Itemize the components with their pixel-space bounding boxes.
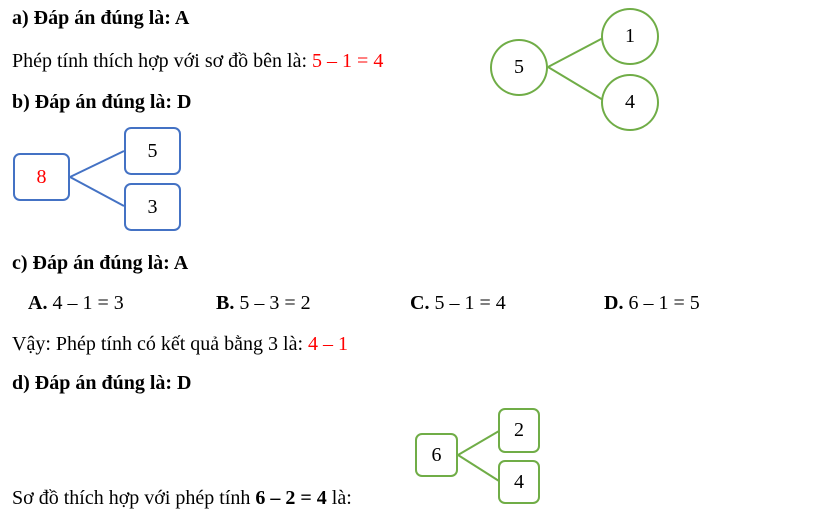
- option-d: D. 6 – 1 = 5: [604, 291, 700, 315]
- circle-part: 1: [601, 8, 659, 65]
- option-text: 5 – 3 = 2: [234, 292, 311, 314]
- connector-line: [457, 454, 500, 482]
- connector-line: [69, 150, 125, 178]
- box-part: 3: [124, 183, 181, 231]
- part-c-text: Vậy: Phép tính có kết quả bằng 3 là: 4 –…: [12, 332, 348, 356]
- connector-line: [547, 37, 604, 68]
- part-d-text: Sơ đồ thích hợp với phép tính 6 – 2 = 4 …: [12, 486, 352, 510]
- option-letter: A.: [28, 292, 48, 314]
- option-text: 6 – 1 = 5: [623, 292, 700, 314]
- part-d-expression: 6 – 2 = 4: [255, 487, 327, 509]
- option-b: B. 5 – 3 = 2: [216, 291, 311, 315]
- part-c-heading: c) Đáp án đúng là: A: [12, 252, 189, 274]
- part-d-sentence: Sơ đồ thích hợp với phép tính: [12, 487, 256, 509]
- part-d-heading: d) Đáp án đúng là: D: [12, 372, 192, 394]
- connector-line: [547, 66, 604, 101]
- part-b-heading: b) Đáp án đúng là: D: [12, 91, 192, 113]
- box-part: 2: [498, 408, 540, 453]
- option-letter: D.: [604, 292, 624, 314]
- option-letter: B.: [216, 292, 235, 314]
- part-a-heading: a) Đáp án đúng là: A: [12, 7, 190, 29]
- part-d-sentence-end: là:: [326, 487, 352, 509]
- connector-line: [457, 430, 500, 456]
- circle-whole: 5: [490, 39, 548, 96]
- part-a-answer: 5 – 1 = 4: [312, 50, 384, 72]
- option-letter: C.: [410, 292, 430, 314]
- box-part: 5: [124, 127, 181, 175]
- box-whole: 6: [415, 433, 458, 477]
- option-c: C. 5 – 1 = 4: [410, 291, 506, 315]
- part-c-answer: 4 – 1: [308, 333, 349, 355]
- box-part: 4: [498, 460, 540, 504]
- box-whole: 8: [13, 153, 70, 201]
- option-text: 4 – 1 = 3: [47, 292, 124, 314]
- connector-line: [69, 176, 125, 207]
- part-a-sentence: Phép tính thích hợp với sơ đồ bên là:: [12, 50, 313, 72]
- part-a-text: Phép tính thích hợp với sơ đồ bên là: 5 …: [12, 49, 383, 73]
- part-c-sentence: Vậy: Phép tính có kết quả bằng 3 là:: [12, 333, 309, 355]
- option-a: A. 4 – 1 = 3: [28, 291, 124, 315]
- circle-part: 4: [601, 74, 659, 131]
- option-text: 5 – 1 = 4: [429, 292, 506, 314]
